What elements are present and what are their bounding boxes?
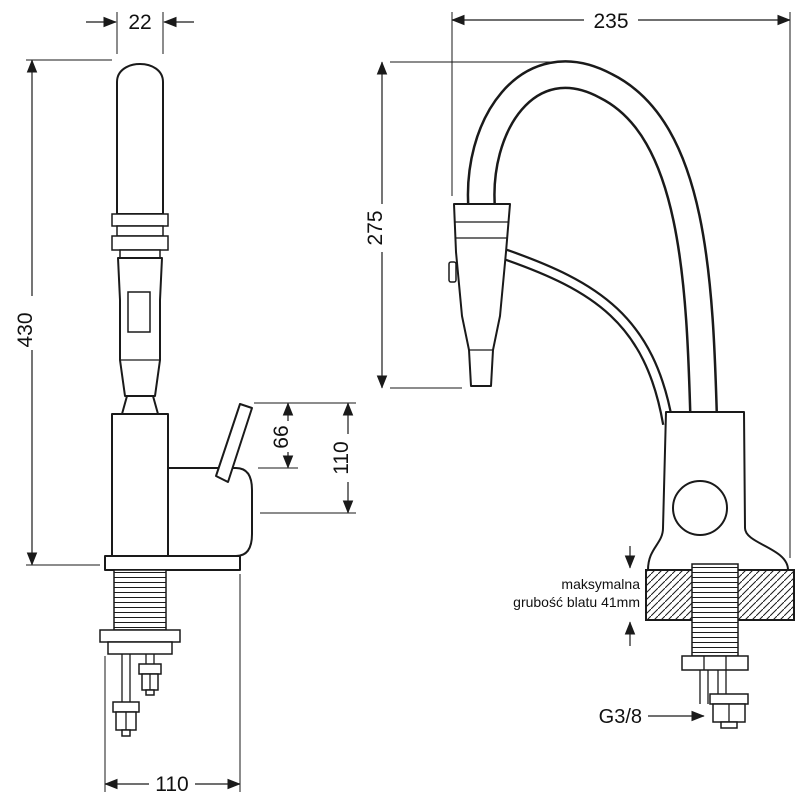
body-ring-detail — [672, 480, 728, 536]
mounting-bracket — [99, 629, 181, 643]
hose-fitting — [112, 701, 140, 713]
base-plate — [104, 555, 241, 571]
hose-fitting-tip — [121, 729, 131, 737]
faucet-front-outline — [448, 60, 789, 571]
dim-handle-110: 110 — [260, 402, 356, 514]
dim-label-22: 22 — [128, 11, 151, 34]
hose-fitting-tip — [720, 721, 738, 729]
faucet-body-column — [111, 413, 169, 557]
dim-spout-height-275: 275 — [364, 61, 554, 389]
pull-down-hose — [502, 248, 674, 426]
dim-label-430: 430 — [14, 312, 37, 347]
spray-head-front — [453, 203, 511, 387]
g38-callout: G3/8 — [599, 706, 705, 728]
dim-base-width: 110 — [104, 574, 241, 796]
dim-label-275: 275 — [364, 210, 387, 245]
dim-label-110-base: 110 — [155, 773, 188, 796]
mounting-nut — [681, 655, 749, 671]
dim-neck-width: 22 — [86, 11, 194, 54]
hose-fitting-tip — [145, 689, 155, 696]
under-counter-left — [99, 569, 181, 737]
dim-depth-235: 235 — [451, 8, 791, 558]
countertop-note-line2: grubość blatu 41mm — [513, 594, 640, 610]
collar-band — [116, 225, 164, 237]
supply-hose — [699, 670, 727, 704]
threaded-stud — [691, 563, 739, 657]
spray-head-window — [127, 291, 151, 333]
spray-head-button — [448, 261, 457, 283]
mounting-nut — [107, 641, 173, 655]
collar-band — [119, 249, 161, 259]
dim-label-110-handle: 110 — [330, 441, 353, 474]
left-view: 22 430 66 110 110 — [14, 11, 356, 796]
faucet-side-outline — [104, 63, 253, 571]
dim-lever-66: 66 — [254, 402, 356, 469]
valve-housing — [167, 467, 253, 557]
g38-label: G3/8 — [599, 706, 642, 728]
hose-fitting — [138, 663, 162, 675]
dim-label-66: 66 — [270, 425, 293, 448]
under-counter-right — [681, 655, 749, 729]
dim-total-height: 430 — [14, 59, 112, 566]
hose-fitting — [709, 693, 749, 705]
countertop: maksymalna grubość blatu 41mm — [513, 546, 795, 657]
right-view: maksymalna grubość blatu 41mm 235 275 — [364, 8, 795, 729]
spray-head-bands — [455, 221, 509, 351]
spout-joint — [121, 395, 159, 415]
dim-label-235: 235 — [593, 10, 628, 33]
collar-band — [111, 235, 169, 251]
threaded-stud — [113, 569, 167, 631]
faucet-neck — [116, 63, 164, 215]
supply-hose — [121, 654, 131, 702]
collar-band — [111, 213, 169, 227]
lever-handle — [215, 403, 253, 483]
supply-hose — [145, 654, 155, 664]
nut-facets — [703, 656, 727, 670]
countertop-note-line1: maksymalna — [561, 576, 640, 592]
